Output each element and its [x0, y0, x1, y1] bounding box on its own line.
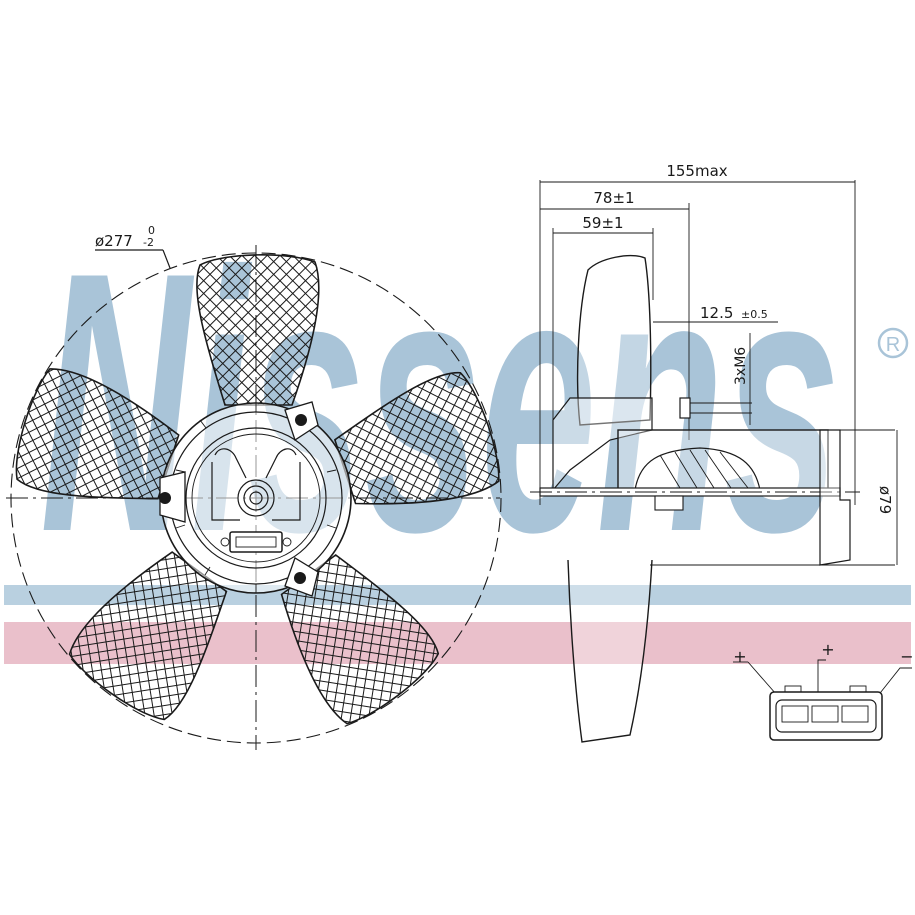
fan-blade — [280, 554, 440, 725]
hub-connector — [229, 531, 283, 553]
bolt-icon — [295, 414, 307, 426]
diameter-label: ø277 — [95, 232, 133, 250]
dim-overall-label: 155max — [666, 162, 727, 180]
registered-icon — [877, 327, 909, 359]
front-view: ø277 0 -2 — [6, 224, 502, 750]
registered-mark-text: R — [886, 334, 900, 356]
fan-blade — [333, 371, 500, 505]
connector-pin — [781, 705, 809, 723]
dim-bolts-label: 3xM6 — [733, 347, 749, 385]
blade-profile-upper — [576, 254, 652, 426]
side-view: 155max 78±1 59±1 12.5 ±0.5 3xM6 ø79 — [530, 162, 898, 743]
tolerance-upper: 0 — [148, 224, 155, 237]
connector-detail: + + − — [733, 640, 914, 741]
pin-2-label: + — [821, 640, 834, 659]
fan-blade — [15, 368, 180, 500]
pin-3-label: − — [900, 647, 913, 666]
connector-pin — [811, 705, 839, 723]
blade-profile-lower — [567, 559, 653, 743]
fan-blade — [68, 551, 228, 721]
dim-offset-tol: ±0.5 — [741, 308, 768, 321]
tolerance-lower: -2 — [143, 236, 154, 249]
rear-connector — [819, 429, 851, 566]
pin-1-label: + — [733, 647, 746, 666]
dim-motor-label: ø79 — [876, 486, 894, 514]
dim-hub-label: 78±1 — [593, 189, 634, 207]
bolt-icon — [159, 492, 171, 504]
fan-blade — [196, 254, 320, 406]
hub-assembly — [159, 401, 352, 597]
connector-pin — [841, 705, 869, 723]
motor-housing — [617, 429, 829, 491]
motor-rotor — [634, 447, 761, 491]
bolt-icon — [294, 572, 306, 584]
mounting-lug — [159, 471, 186, 523]
connector-body — [769, 691, 883, 741]
fan-blades — [15, 254, 500, 725]
dim-blade-label: 59±1 — [582, 214, 623, 232]
dim-offset-value: 12.5 — [700, 304, 733, 322]
bolt-icon — [679, 397, 691, 419]
